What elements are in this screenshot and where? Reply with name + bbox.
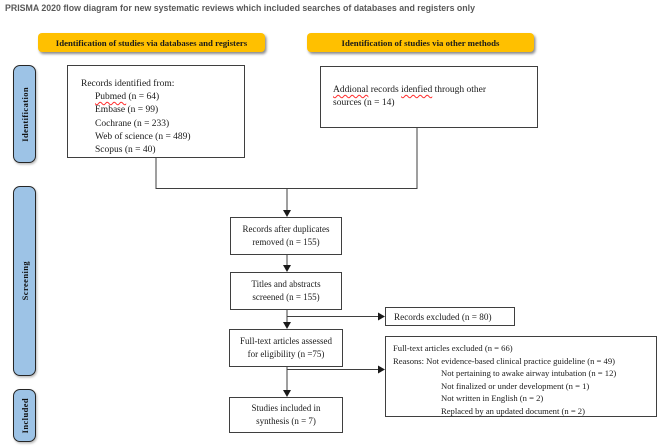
box-studies-included: Studies included in synthesis (n = 7) bbox=[229, 397, 343, 433]
records-identified-source-cochrane: Cochrane (n = 233) bbox=[95, 118, 170, 129]
box-fulltext-assessed: Full-text articles assessed for eligibil… bbox=[229, 329, 343, 367]
arrowhead-down-icon bbox=[283, 322, 291, 329]
additional-records-line2: sources (n = 14) bbox=[333, 98, 395, 108]
misspelled-word: idenfied bbox=[401, 85, 433, 95]
fulltext-excluded-title: Full-text articles excluded (n = 66) bbox=[393, 343, 513, 353]
fulltext-excluded-reason-3: Not finalized or under development (n = … bbox=[441, 380, 590, 391]
records-excluded-label: Records excluded (n = 80) bbox=[394, 311, 492, 322]
header-databases-registers: Identification of studies via databases … bbox=[38, 33, 265, 52]
fulltext-assessed-line2: for eligibility (n =75) bbox=[247, 349, 325, 359]
box-records-excluded: Records excluded (n = 80) bbox=[385, 307, 515, 326]
fulltext-excluded-reason-5: Replaced by an updated document (n = 2) bbox=[441, 405, 585, 416]
box-fulltext-excluded: Full-text articles excluded (n = 66) Rea… bbox=[385, 336, 657, 417]
arrowhead-down-icon bbox=[283, 390, 291, 397]
additional-records-rest: through other bbox=[432, 85, 487, 95]
stage-identification-label: Identification bbox=[19, 86, 30, 142]
pubmed-count: (n = 64) bbox=[126, 92, 160, 103]
header-other-methods: Identification of studies via other meth… bbox=[307, 33, 534, 52]
records-identified-source-scopus: Scopus (n = 40) bbox=[95, 145, 156, 156]
fulltext-assessed-line1: Full-text articles assessed bbox=[240, 336, 332, 346]
arrowhead-down-icon bbox=[283, 265, 291, 272]
stage-bar-identification: Identification bbox=[13, 65, 36, 163]
records-identified-source-pubmed: Pubmed (n = 64) bbox=[95, 91, 244, 104]
box-duplicates-removed: Records after duplicates removed (n = 15… bbox=[230, 217, 342, 255]
duplicates-removed-line1: Records after duplicates bbox=[242, 224, 330, 234]
records-identified-intro: Records identified from: bbox=[81, 79, 175, 89]
header-databases-label: Identification of studies via databases … bbox=[55, 37, 248, 48]
stage-bar-included: Included bbox=[13, 389, 36, 442]
stage-included-label: Included bbox=[19, 397, 30, 434]
titles-screened-line1: Titles and abstracts bbox=[251, 279, 321, 289]
duplicates-removed-line2: removed (n = 155) bbox=[252, 237, 320, 247]
arrowhead-right-icon bbox=[378, 365, 385, 374]
fulltext-excluded-reason-4: Not written in English (n = 2) bbox=[441, 393, 544, 404]
fulltext-excluded-reason-1: Reasons: Not evidence-based clinical pra… bbox=[393, 355, 615, 366]
records-identified-source-embase: Embase (n = 99) bbox=[95, 105, 159, 116]
additional-records-line1: Addional records idenfied through other bbox=[333, 84, 529, 97]
arrowhead-down-icon bbox=[283, 210, 291, 217]
arrowhead-right-icon bbox=[378, 312, 385, 321]
misspelled-word: Pubmed bbox=[95, 92, 127, 103]
stage-screening-label: Screening bbox=[19, 261, 30, 301]
page-title: PRISMA 2020 flow diagram for new systema… bbox=[5, 3, 475, 13]
studies-included-line2: synthesis (n = 7) bbox=[256, 416, 316, 426]
additional-records-mid: records bbox=[368, 85, 402, 95]
misspelled-word: Addional bbox=[333, 85, 369, 95]
box-additional-records: Addional records idenfied through other … bbox=[320, 66, 538, 128]
studies-included-line1: Studies included in bbox=[251, 403, 321, 413]
records-identified-source-webofscience: Web of science (n = 489) bbox=[95, 131, 191, 142]
fulltext-excluded-reason-2: Not pertaining to awake airway intubatio… bbox=[441, 368, 617, 379]
box-titles-abstracts-screened: Titles and abstracts screened (n = 155) bbox=[230, 272, 342, 310]
stage-bar-screening: Screening bbox=[13, 186, 36, 376]
titles-screened-line2: screened (n = 155) bbox=[252, 292, 320, 302]
header-other-methods-label: Identification of studies via other meth… bbox=[341, 37, 500, 48]
box-records-identified: Records identified from: Pubmed (n = 64)… bbox=[67, 65, 245, 158]
